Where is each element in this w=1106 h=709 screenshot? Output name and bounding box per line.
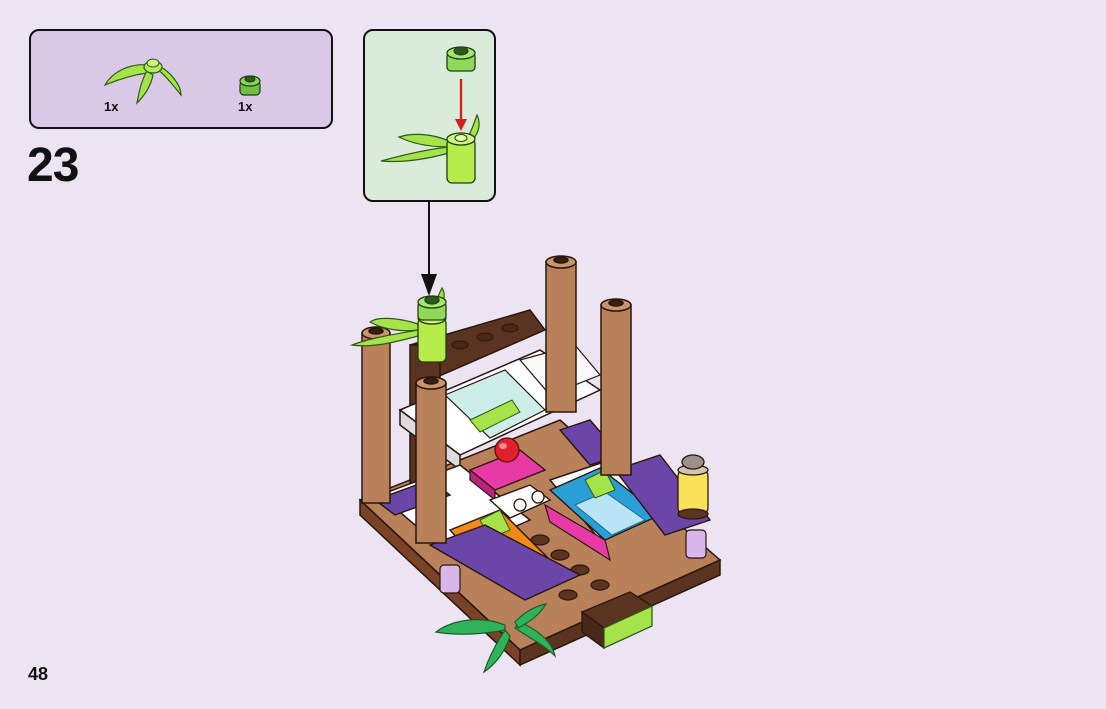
parts-list-box: 1x 1x	[29, 29, 333, 129]
round-brick-part-image	[239, 75, 261, 96]
plant-leaves-part-image	[103, 58, 182, 105]
step-number: 23	[27, 139, 79, 192]
sub-assembly-callout	[363, 29, 496, 202]
sub-assembly-image	[380, 46, 480, 184]
part-2-quantity: 1x	[238, 99, 253, 114]
page-number: 48	[28, 664, 49, 684]
part-1-quantity: 1x	[104, 99, 119, 114]
